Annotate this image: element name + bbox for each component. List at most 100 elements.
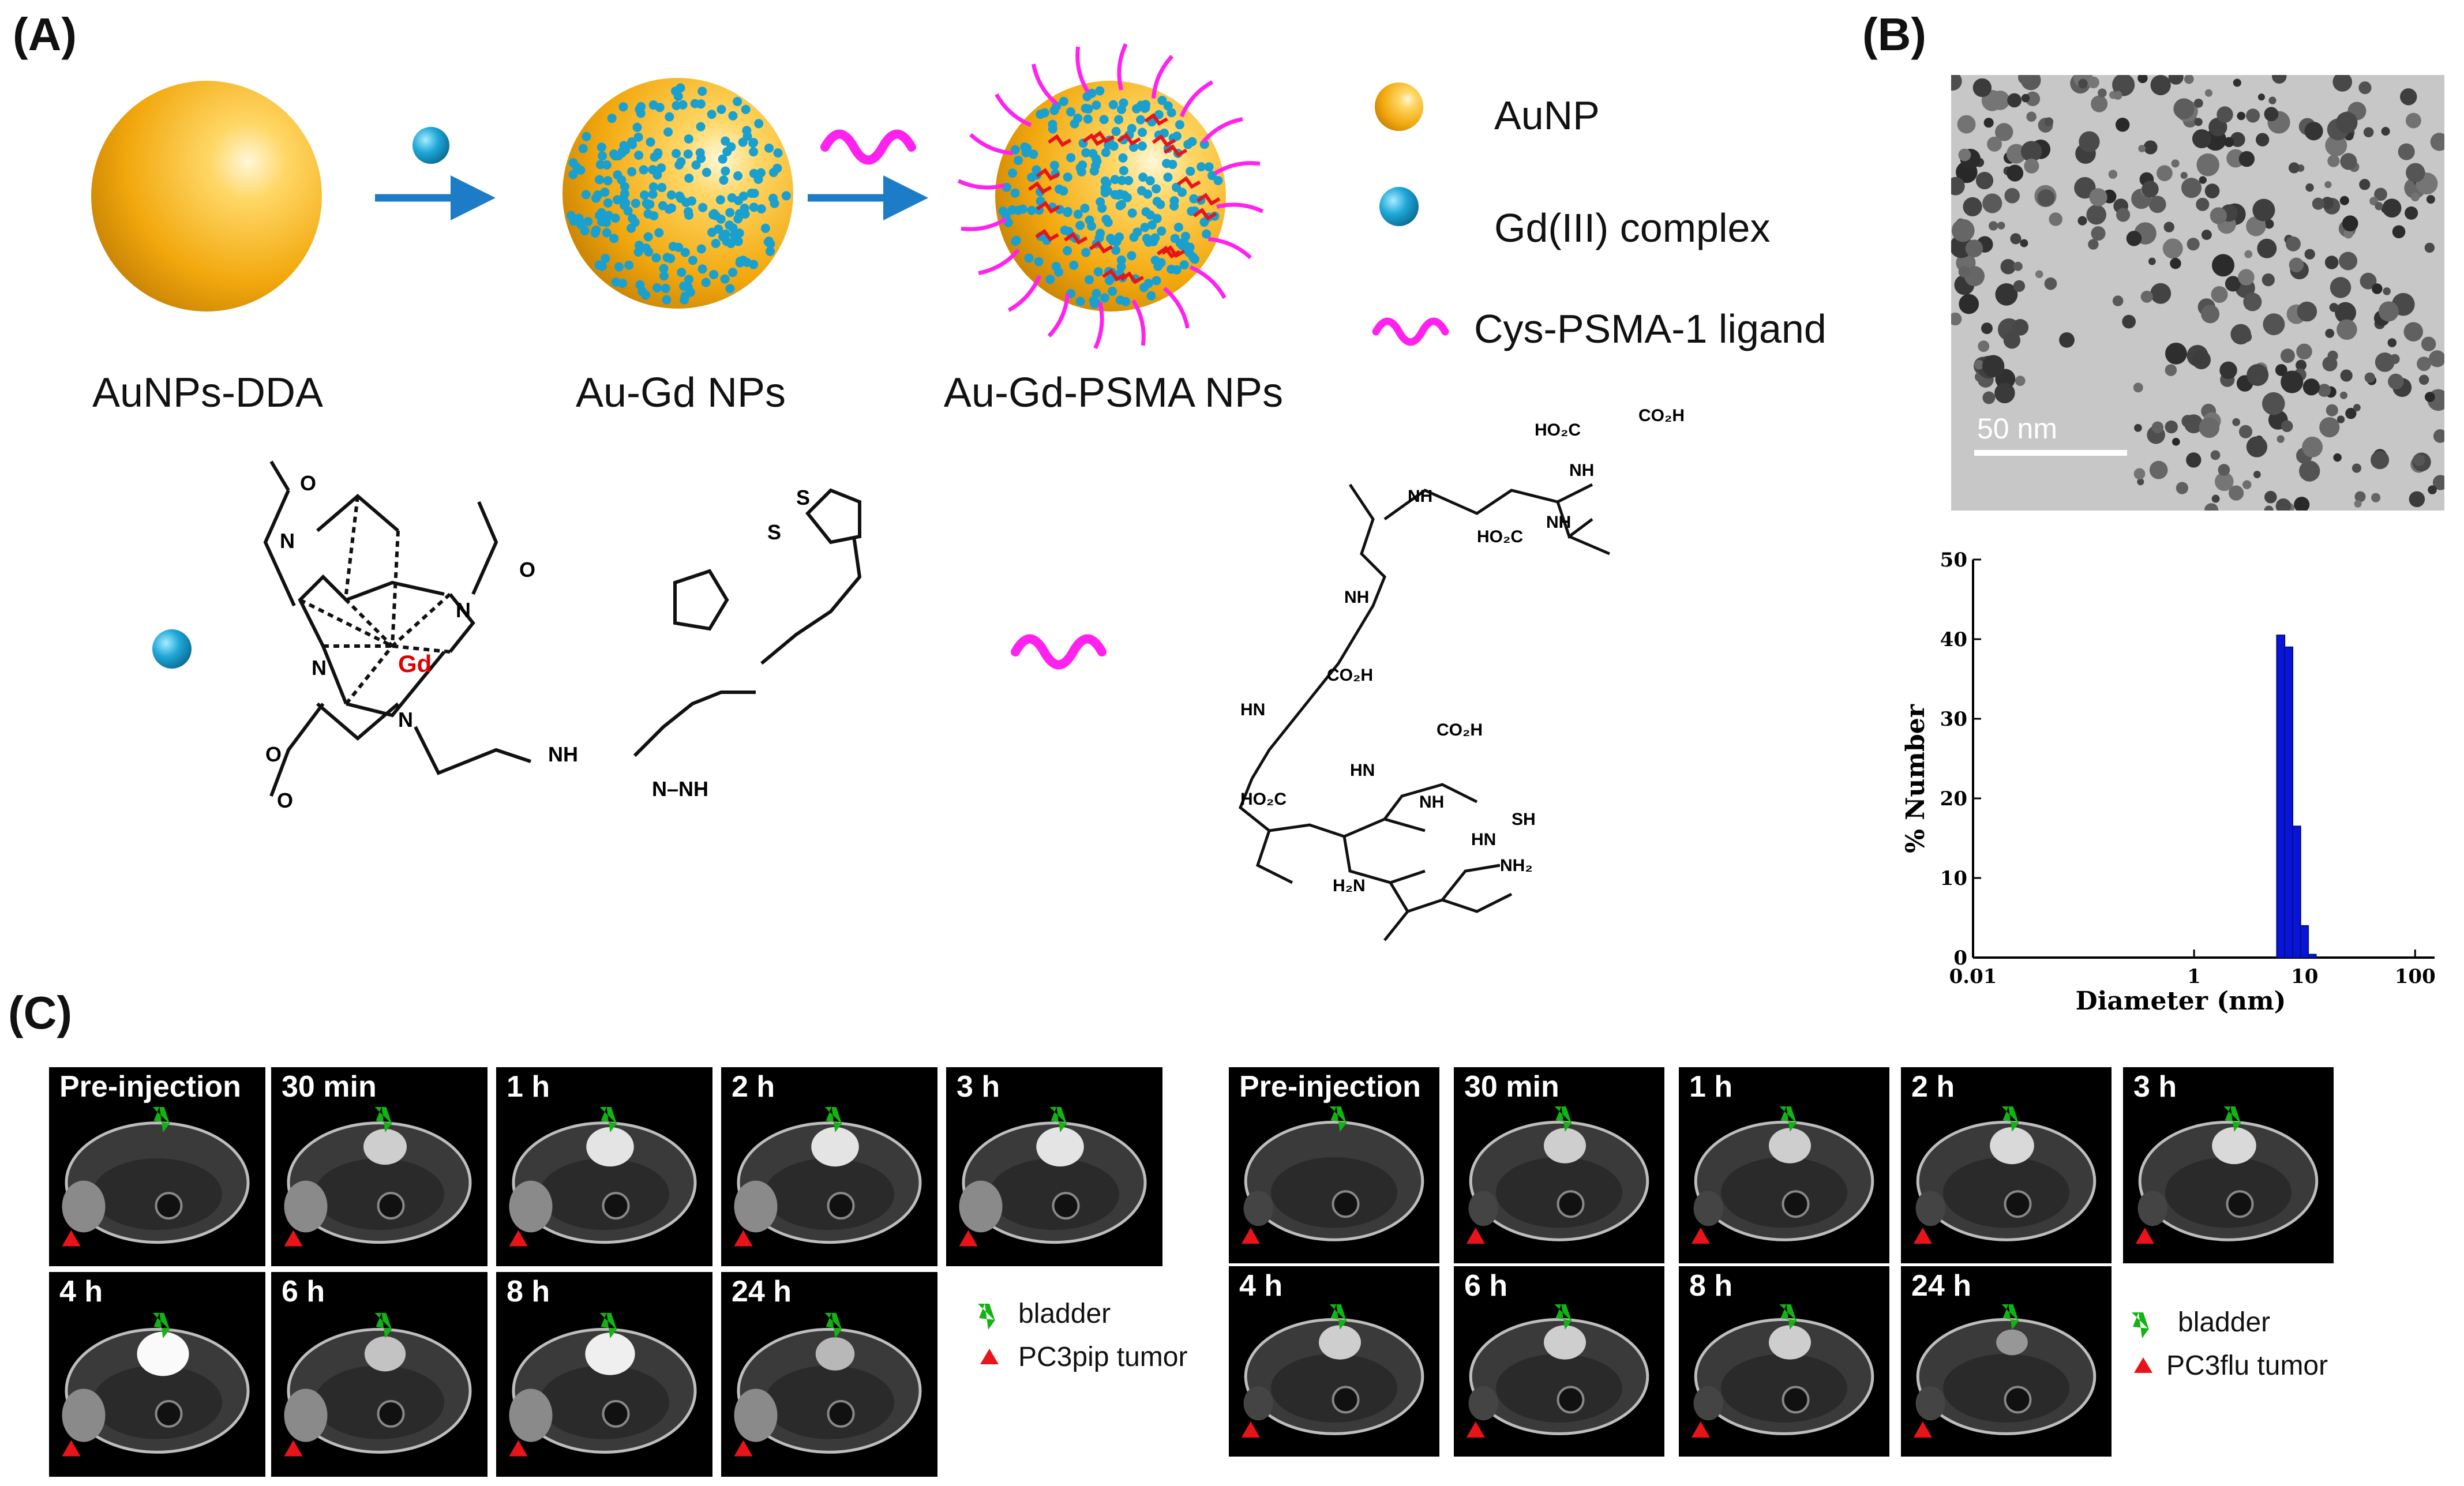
gd-dot bbox=[651, 253, 661, 262]
abdomen bbox=[92, 1365, 222, 1439]
gd-dot bbox=[1045, 275, 1055, 284]
mri-scan-tile: 4 h bbox=[1229, 1266, 1439, 1457]
gd-dot bbox=[1063, 172, 1072, 182]
mri-scan-image bbox=[1691, 1304, 1874, 1438]
bladder-arrow-icon bbox=[1554, 1106, 1572, 1132]
psma-ligand-surface bbox=[1192, 208, 1217, 221]
gd-dot bbox=[620, 200, 629, 210]
nanoparticle bbox=[2421, 336, 2436, 352]
gd-dot bbox=[702, 167, 711, 177]
abdomen bbox=[1271, 1354, 1397, 1423]
caption-au-gd: Au-Gd NPs bbox=[575, 370, 786, 416]
nanoparticle bbox=[1995, 123, 2013, 141]
nanoparticle bbox=[2325, 134, 2347, 157]
synthesis-scheme bbox=[91, 43, 1449, 350]
bladder bbox=[815, 1337, 855, 1371]
mri-scan-image bbox=[2135, 1106, 2319, 1244]
gd-dot bbox=[574, 213, 584, 223]
nanoparticle bbox=[2337, 319, 2357, 340]
nanoparticle bbox=[2388, 373, 2404, 390]
gd-dot bbox=[1167, 264, 1176, 274]
x-tick-label: 1 bbox=[2187, 965, 2201, 988]
nanoparticle bbox=[2192, 129, 2211, 149]
gd-dot bbox=[698, 202, 708, 212]
nanoparticle bbox=[1978, 340, 1990, 352]
gd-dot bbox=[1140, 223, 1150, 232]
gd-dot bbox=[1173, 223, 1183, 232]
nanoparticle bbox=[2143, 140, 2158, 155]
gd-dot bbox=[1189, 194, 1199, 204]
gd-dot bbox=[649, 211, 659, 221]
gd-dot bbox=[1186, 166, 1195, 176]
mri-scan-tile: 30 min bbox=[271, 1067, 487, 1266]
gd-dot bbox=[1018, 204, 1027, 214]
nanoparticle bbox=[2087, 76, 2099, 89]
gd-dot bbox=[764, 237, 774, 246]
bladder-arrow-icon bbox=[2223, 1106, 2241, 1132]
nanoparticle bbox=[2089, 188, 2107, 207]
tumor-marker-icon bbox=[1241, 1421, 1260, 1438]
nanoparticle bbox=[2113, 91, 2122, 100]
psma-ligand bbox=[1189, 265, 1227, 299]
gd-dot bbox=[717, 104, 726, 114]
psma-ligand bbox=[969, 133, 1013, 156]
bladder bbox=[1544, 1325, 1586, 1360]
bladder bbox=[585, 1333, 635, 1375]
gd-dot bbox=[1085, 215, 1094, 225]
gd-dot bbox=[734, 209, 744, 219]
gd-dot bbox=[1090, 299, 1100, 309]
gd-dot bbox=[620, 182, 629, 192]
spine bbox=[2226, 1190, 2254, 1218]
nanoparticle bbox=[2329, 303, 2339, 312]
bladder bbox=[1996, 1329, 2028, 1356]
gd-dot bbox=[597, 208, 606, 217]
gd-dot bbox=[661, 284, 670, 294]
gd-dot bbox=[631, 198, 640, 208]
nanoparticle bbox=[2225, 276, 2241, 292]
gd-dot bbox=[597, 142, 606, 152]
gd-dot bbox=[1075, 297, 1085, 306]
nanoparticle bbox=[2354, 500, 2362, 508]
mri-scan-image bbox=[1913, 1106, 2097, 1244]
nanoparticle bbox=[2257, 93, 2265, 101]
time-point-label: 1 h bbox=[1689, 1070, 1733, 1104]
gd-dot bbox=[733, 171, 743, 181]
nanoparticle bbox=[2360, 272, 2377, 290]
nanoparticle bbox=[2233, 78, 2241, 87]
nanoparticle bbox=[2224, 137, 2234, 148]
gd-dot bbox=[643, 232, 653, 242]
nanoparticle bbox=[2327, 155, 2340, 167]
spine bbox=[1332, 1386, 1360, 1414]
gd-dot bbox=[1190, 254, 1199, 264]
nanoparticle bbox=[2432, 475, 2444, 490]
gd-dot bbox=[1204, 162, 1214, 172]
nanoparticle bbox=[2162, 238, 2183, 259]
gd-dot bbox=[688, 256, 697, 265]
tumor-marker-icon bbox=[1241, 1228, 1260, 1244]
gd-dot bbox=[696, 244, 706, 254]
nanoparticle bbox=[2149, 460, 2168, 479]
nanoparticle bbox=[2378, 301, 2399, 322]
spine bbox=[377, 1399, 405, 1428]
nanoparticle bbox=[2184, 75, 2194, 84]
gd-dot bbox=[633, 132, 643, 142]
mri-scan-image bbox=[1466, 1304, 1649, 1438]
tumor-region bbox=[284, 1389, 328, 1442]
gd-dot bbox=[1106, 234, 1116, 243]
psma-ligand bbox=[1093, 302, 1104, 350]
nanoparticle bbox=[2437, 140, 2444, 148]
chem-o-2: O bbox=[519, 558, 535, 581]
nanoparticle bbox=[1958, 148, 1971, 162]
nanoparticle bbox=[1957, 115, 1976, 134]
nanoparticle bbox=[2211, 494, 2220, 503]
nanoparticle bbox=[2015, 376, 2026, 386]
gd-dot bbox=[1119, 190, 1129, 200]
gd-dot bbox=[595, 160, 605, 170]
gd-dot bbox=[1080, 203, 1090, 213]
gd-dot bbox=[1119, 166, 1128, 175]
gd-dot bbox=[1117, 104, 1127, 114]
gd-dot bbox=[595, 175, 605, 185]
chem-n-4: N bbox=[398, 708, 413, 731]
gd-dot bbox=[1100, 293, 1109, 303]
